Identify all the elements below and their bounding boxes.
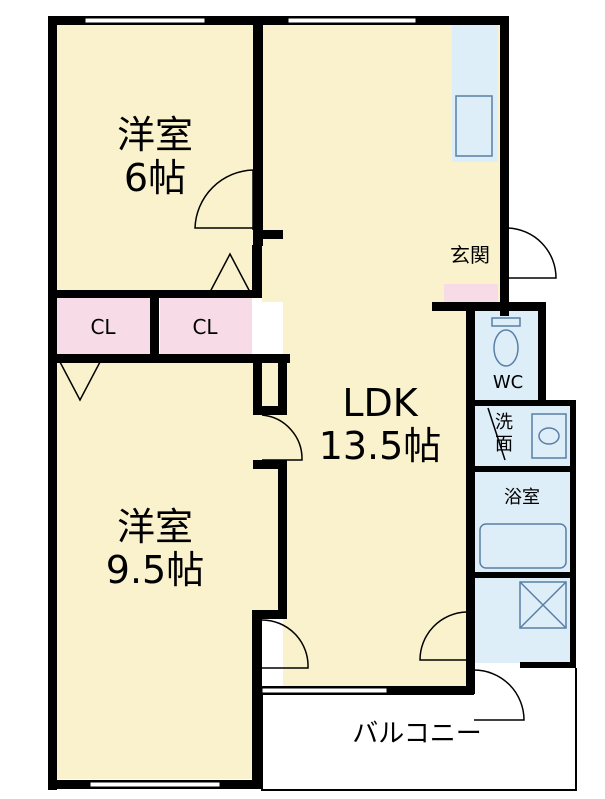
ldk-label: LDK 13.5帖 xyxy=(310,382,450,467)
ldk-lower-area xyxy=(283,300,466,688)
kitchen-counter xyxy=(452,24,498,162)
closet-left-label: CL xyxy=(90,315,116,339)
entrance-label: 玄関 xyxy=(450,243,490,267)
bathroom-area xyxy=(474,470,570,574)
closet-left-area xyxy=(56,298,150,358)
balcony-label: バルコニー xyxy=(352,719,482,749)
washroom-label-1: 洗 xyxy=(495,412,513,433)
washroom-label-2: 面 xyxy=(495,433,513,455)
closet-right-area xyxy=(160,298,252,358)
bedroom-top-name: 洋室 xyxy=(116,113,193,157)
walls xyxy=(48,16,576,790)
entrance-mat xyxy=(444,284,498,304)
bedroom-bottom-area xyxy=(55,362,255,779)
balcony-outline xyxy=(261,668,577,791)
washroom-label: 洗 面 xyxy=(482,412,526,455)
door-swings xyxy=(59,169,557,721)
bedroom-bottom-size: 9.5帖 xyxy=(105,547,205,592)
bedroom-bottom-label: 洋室 9.5帖 xyxy=(90,506,220,591)
bedroom-top-label: 洋室 6帖 xyxy=(105,114,205,199)
toilet-label: WC xyxy=(492,372,524,393)
fixtures xyxy=(455,95,567,629)
ldk-size: 13.5帖 xyxy=(318,423,442,468)
ldk-name: LDK xyxy=(342,381,418,425)
wc-area xyxy=(474,308,542,404)
windows xyxy=(84,17,417,788)
bedroom-top-size: 6帖 xyxy=(123,155,187,200)
closet-right-label: CL xyxy=(192,315,218,339)
bedroom-top-area xyxy=(55,22,255,294)
bedroom-bottom-name: 洋室 xyxy=(116,505,193,549)
bathroom-label: 浴室 xyxy=(504,487,540,508)
laundry-area xyxy=(474,578,570,663)
